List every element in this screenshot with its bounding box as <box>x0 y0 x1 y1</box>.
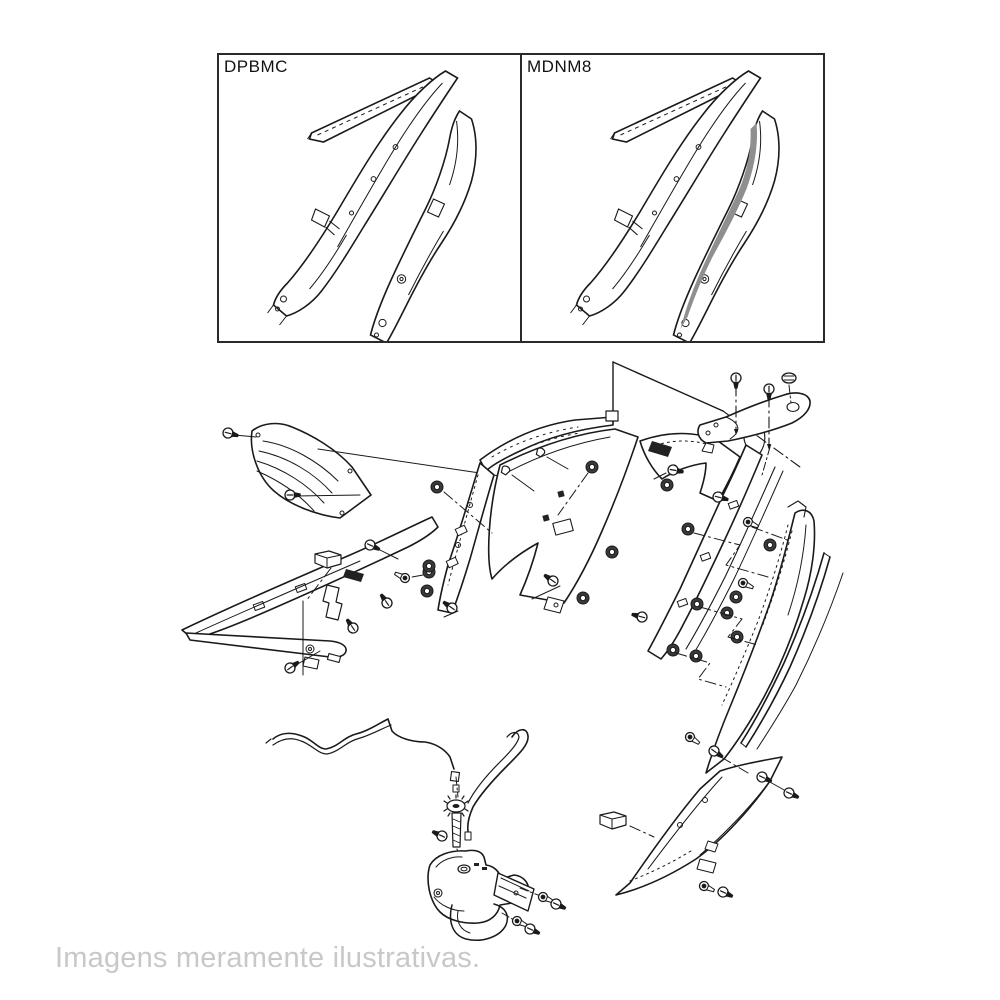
part-reservoir-tank-assembly <box>265 718 539 941</box>
exploded-parts-diagram <box>181 361 844 941</box>
variant-panel-dpbmc: DPBMC <box>219 55 522 341</box>
fairing-pair-illustration <box>266 70 477 341</box>
part-right-outer-cover <box>705 500 816 774</box>
caption-text: Imagens meramente ilustrativas. <box>55 942 481 974</box>
fairing-pair-illustration-shaded <box>569 70 780 341</box>
variant-panel-mdnm8: MDNM8 <box>522 55 823 341</box>
part-right-inner-cowl <box>647 424 784 660</box>
part-right-trim-strip <box>740 552 844 750</box>
leader-lines <box>305 456 791 774</box>
part-rear-bracket <box>697 372 811 476</box>
variant-code-label: MDNM8 <box>527 57 592 76</box>
variant-code-label: DPBMC <box>224 57 288 76</box>
variant-comparison-box: DPBMC MDNM8 <box>217 53 825 343</box>
part-top-center-cover <box>233 422 501 519</box>
part-left-side-cover <box>181 516 439 676</box>
